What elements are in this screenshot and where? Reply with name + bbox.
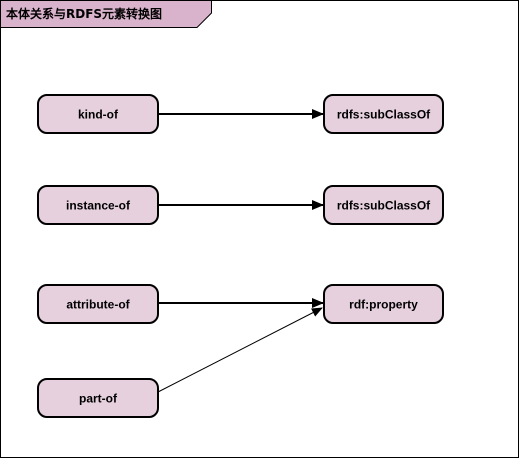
- node-rdfs-subclassof-2[interactable]: rdfs:subClassOf: [323, 185, 444, 225]
- node-rdf-property[interactable]: rdf:property: [323, 284, 444, 324]
- node-rdfs-subclassof-1[interactable]: rdfs:subClassOf: [323, 94, 444, 134]
- diagram-title: 本体关系与RDFS元素转换图: [6, 7, 163, 21]
- node-kind-of-label: kind-of: [78, 108, 119, 122]
- node-instance-of[interactable]: instance-of: [37, 185, 159, 225]
- node-part-of[interactable]: part-of: [37, 378, 159, 418]
- node-part-of-label: part-of: [79, 392, 118, 406]
- node-attribute-of[interactable]: attribute-of: [37, 284, 159, 324]
- node-rdf-property-label: rdf:property: [349, 298, 418, 312]
- edge-part-of-to-property: [157, 307, 323, 393]
- node-rdfs-subclassof-2-label: rdfs:subClassOf: [337, 199, 431, 213]
- node-attribute-of-label: attribute-of: [66, 298, 130, 312]
- title-tab: [0, 0, 212, 28]
- node-rdfs-subclassof-1-label: rdfs:subClassOf: [337, 108, 431, 122]
- node-instance-of-label: instance-of: [66, 199, 131, 213]
- node-kind-of[interactable]: kind-of: [37, 94, 159, 134]
